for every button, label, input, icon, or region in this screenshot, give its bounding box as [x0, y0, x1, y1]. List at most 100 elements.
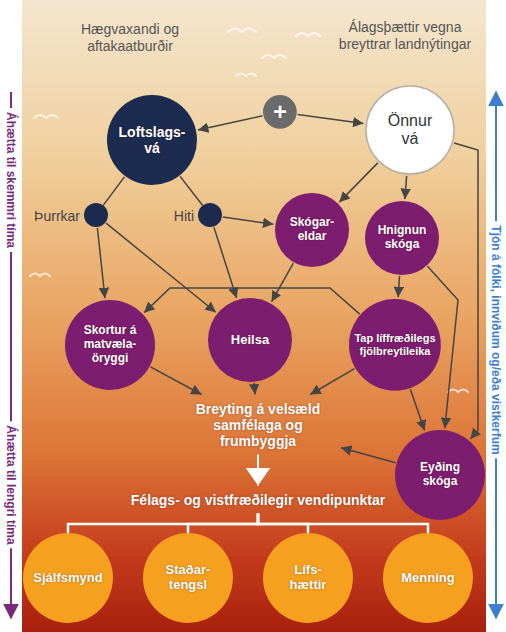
- connector-arrow: [339, 163, 378, 202]
- plus-circle: +: [263, 95, 297, 129]
- connector-arrow: [257, 455, 259, 486]
- node-heading: Þurrkar: [34, 208, 80, 225]
- circle-shape: [198, 203, 222, 227]
- node-label: Menning: [401, 571, 454, 586]
- connector-arrow: [106, 223, 216, 312]
- node-label: Lífs- hættir: [282, 563, 334, 593]
- impact-circle: Eyðing skóga: [395, 430, 485, 520]
- tipping-point-heading: Félags- og vistfræðilegir vendipunktar: [125, 488, 392, 513]
- tipping-circle: Menning: [383, 533, 473, 623]
- node-body: Félags- og vistfræðilegir vendipunktar: [125, 488, 392, 513]
- outcome-text: Breyting á velsæld samfélaga og frumbygg…: [177, 397, 339, 454]
- node-body: Önnur vá: [365, 85, 455, 175]
- background-panel: [22, 0, 486, 632]
- node-label: Eyðing skóga: [410, 461, 470, 489]
- node-label: Önnur vá: [381, 112, 439, 149]
- circle-outline: [366, 86, 454, 174]
- connector-arrow: [68, 514, 258, 534]
- connector-arrow: [298, 114, 364, 123]
- circle-outline: [395, 430, 485, 520]
- node-label: Heilsa: [231, 333, 269, 348]
- node-text-block: Félags- og vistfræðilegir vendipunktar: [131, 492, 385, 508]
- bird: [296, 33, 320, 36]
- circle-outline: [263, 95, 297, 129]
- connector-arrow: [188, 514, 258, 534]
- connector-arrow: [272, 263, 294, 302]
- bird-flock: [30, 29, 468, 393]
- driver-dot: Þurrkar: [84, 203, 108, 227]
- node-text-block: Skortur á matvæla- öryggi: [77, 324, 143, 365]
- connector-arrow: [398, 276, 399, 297]
- circle-shape: [84, 203, 108, 227]
- circle-outline: [198, 203, 222, 227]
- node-body: Staðar- tengsl: [143, 533, 233, 623]
- connector-arrow: [341, 448, 396, 463]
- node-label: Hnignun skóga: [372, 224, 432, 252]
- node-heading: Álagsþættir vegna breyttrar landnýtingar: [325, 19, 485, 53]
- node-body: Skortur á matvæla- öryggi: [65, 300, 155, 390]
- node-text-block: Breyting á velsæld samfélaga og frumbygg…: [183, 401, 333, 449]
- node-label: Félags- og vistfræðilegir vendipunktar: [131, 492, 385, 508]
- impact-circle: Skógar- eldar: [275, 193, 349, 267]
- axis-label: Áhætta til skemmri tíma: [4, 108, 18, 252]
- bird: [30, 274, 50, 277]
- connector-arrow: [410, 389, 424, 430]
- connector-arrow: [150, 367, 201, 395]
- node-text-block: Tap líffræðilegs fjölbreytileika: [354, 332, 436, 357]
- node-body: [84, 203, 108, 227]
- circle-outline: [23, 533, 113, 623]
- node-text-block: Hnignun skóga: [372, 224, 432, 252]
- node-body: Loftslags- vá: [107, 95, 197, 185]
- node-body: Tap líffræðilegs fjölbreytileika: [349, 299, 441, 391]
- connector-arrow: [258, 514, 428, 534]
- node-text-block: Lífs- hættir: [282, 563, 334, 593]
- circle-outline: [365, 201, 439, 275]
- bird: [448, 390, 468, 393]
- bird: [236, 74, 256, 77]
- node-text-block: Eyðing skóga: [410, 461, 470, 489]
- connector-arrow: [254, 383, 255, 395]
- node-label: Sjálfsmynd: [33, 571, 102, 586]
- node-body: +: [263, 95, 297, 129]
- node-text-block: Menning: [401, 571, 454, 586]
- node-body: Sjálfsmynd: [23, 533, 113, 623]
- circle-outline: [275, 193, 349, 267]
- connector-arrow: [405, 176, 407, 199]
- node-body: [198, 203, 222, 227]
- connector-arrow: [454, 143, 478, 439]
- node-label: Skógar- eldar: [284, 216, 340, 244]
- node-heading: Hiti: [174, 208, 194, 225]
- node-body: Eyðing skóga: [395, 430, 485, 520]
- impact-circle: Tap líffræðilegs fjölbreytileika: [349, 299, 441, 391]
- tipping-circle: Staðar- tengsl: [143, 533, 233, 623]
- connector-arrow: [103, 177, 124, 206]
- hazard-circle: Önnur váÁlagsþættir vegna breyttrar land…: [365, 85, 455, 175]
- connector-arrow: [97, 228, 105, 298]
- circle-outline: [349, 299, 441, 391]
- circle-outline: [383, 533, 473, 623]
- node-body: Breyting á velsæld samfélaga og frumbygg…: [177, 397, 339, 454]
- axis-label: Tjón á fólki, innviðum og/eða vistkerfum: [489, 221, 503, 458]
- node-label: Tap líffræðilegs fjölbreytileika: [354, 332, 436, 357]
- connector-arrow: [180, 176, 203, 205]
- node-label: Loftslags- vá: [114, 124, 190, 156]
- bird: [228, 29, 256, 33]
- node-text-block: Skógar- eldar: [284, 216, 340, 244]
- node-body: Menning: [383, 533, 473, 623]
- axis-label: Áhætta til lengri tíma: [4, 421, 18, 548]
- node-body: Skógar- eldar: [275, 193, 349, 267]
- connector-arrow: [198, 116, 263, 130]
- connector-arrow: [223, 217, 274, 224]
- circle-outline: [84, 203, 108, 227]
- node-text-block: Heilsa: [231, 333, 269, 348]
- node-heading: Hægvaxandi og aftakaatburðir: [45, 21, 215, 55]
- circle-outline: [65, 300, 155, 390]
- node-text-block: Loftslags- vá: [114, 124, 190, 156]
- bird: [262, 55, 286, 58]
- circle-outline: [263, 533, 353, 623]
- tipping-circle: Sjálfsmynd: [23, 533, 113, 623]
- impact-circle: Hnignun skóga: [365, 201, 439, 275]
- impact-circle: Heilsa: [208, 298, 292, 382]
- node-body: Heilsa: [208, 298, 292, 382]
